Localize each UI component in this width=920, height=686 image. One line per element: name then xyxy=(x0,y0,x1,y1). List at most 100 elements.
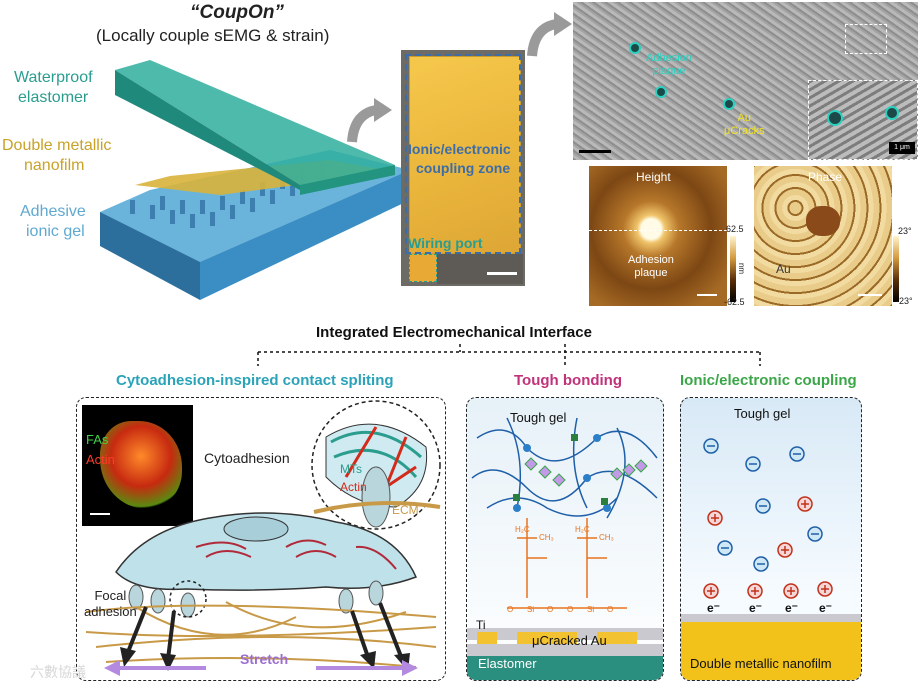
metal-label: Double metallic nanofilm xyxy=(2,136,111,176)
zone-label: Ionic/electronic coupling zone xyxy=(408,140,511,178)
header-subtitle: (Locally couple sEMG & strain) xyxy=(96,26,330,45)
watermark: 六數協議 xyxy=(30,664,86,680)
waterproof-label: Waterproof elastomer xyxy=(14,68,93,108)
waterproof-line1: Waterproof xyxy=(14,69,93,86)
panel3-title: Ionic/electronic coupling xyxy=(680,372,857,389)
cytoadhesion-label: Cytoadhesion xyxy=(204,450,290,466)
sem-crack-line2: μCracks xyxy=(724,125,765,137)
phase-plaque xyxy=(806,206,840,236)
afm-plaque-label: Adhesion plaque xyxy=(628,254,674,280)
sem-image: 1 μm xyxy=(573,2,918,160)
focal-label: Focal adhesion xyxy=(84,588,137,620)
afm-height-title: Height xyxy=(636,170,671,184)
plaque-marker xyxy=(655,86,667,98)
arrow-icon-2 xyxy=(527,12,572,57)
nanofilm-label: Double metallic nanofilm xyxy=(690,656,832,671)
afm-height-image xyxy=(589,166,727,306)
panel2-box: H₂C CH₃ H₂C CH₃ O Si O O Si O xyxy=(466,397,664,681)
tough-gel-label-3: Tough gel xyxy=(734,406,791,421)
device-photo xyxy=(401,50,525,286)
gel-line1: Adhesive xyxy=(20,203,86,220)
phase-scale-bar xyxy=(858,294,882,296)
phase-max-label: 23° xyxy=(898,226,912,236)
svg-text:H₂C: H₂C xyxy=(575,525,590,534)
photo-scale-bar xyxy=(487,272,517,275)
sem-zoom-box xyxy=(845,24,887,54)
height-max-label: 62.5 xyxy=(726,224,744,234)
height-min-label: -62.5 xyxy=(724,297,745,307)
gel-label: Adhesive ionic gel xyxy=(20,202,86,242)
cell-diagram xyxy=(85,400,441,676)
ion-diagram xyxy=(681,438,861,680)
svg-text:CH₃: CH₃ xyxy=(539,533,554,542)
electron-label: e⁻ xyxy=(707,601,721,615)
panel1-box xyxy=(76,397,446,681)
focal-line2: adhesion xyxy=(84,604,137,619)
cell-fluorescence xyxy=(100,421,182,509)
metal-line2: nanofilm xyxy=(24,157,85,174)
afm-plaque-line1: Adhesion xyxy=(628,254,674,266)
sem-plaque-line1: Adhesion xyxy=(646,52,692,64)
sem-crack-line1: Au xyxy=(737,112,752,124)
plaque-marker xyxy=(827,110,843,126)
sem-plaque-line2: plaque xyxy=(652,65,686,77)
photo-wiring-port xyxy=(409,254,437,282)
focal-line1: Focal xyxy=(94,588,127,603)
zone-line1: Ionic/electronic xyxy=(408,141,511,157)
metal-line1: Double metallic xyxy=(2,137,112,154)
cracked-au-label: μCracked Au xyxy=(532,633,607,648)
svg-text:O: O xyxy=(547,605,553,614)
afm-phase-title: Phase xyxy=(808,170,843,184)
svg-text:O: O xyxy=(507,605,513,614)
plaque-marker xyxy=(629,42,641,54)
interface-connectors xyxy=(257,344,761,366)
fluor-scale-bar xyxy=(90,513,110,515)
svg-text:O: O xyxy=(607,605,613,614)
afm-dashed-line xyxy=(589,230,727,231)
sem-scale-bar xyxy=(579,150,611,153)
plaque-marker xyxy=(723,98,735,110)
tough-gel-label-2: Tough gel xyxy=(510,410,567,425)
svg-text:Si: Si xyxy=(527,605,534,614)
stretch-label: Stretch xyxy=(240,651,289,667)
height-unit-label: nm xyxy=(737,262,747,275)
electron-label: e⁻ xyxy=(785,601,799,615)
phase-min-label: -23° xyxy=(896,296,913,306)
device-illustration xyxy=(100,60,410,300)
actin-label: Actin xyxy=(86,452,115,467)
inset-scale-bar: 1 μm xyxy=(889,142,915,154)
ecm-label: ECM xyxy=(392,503,419,517)
arrow-icon-1 xyxy=(347,98,392,143)
mts-label: MTs xyxy=(340,462,362,476)
phase-colorbar xyxy=(893,236,899,302)
svg-text:Si: Si xyxy=(587,605,594,614)
panel2-title: Tough bonding xyxy=(514,372,623,389)
zone-line2: coupling zone xyxy=(416,160,511,176)
elastomer-label: Elastomer xyxy=(478,656,537,671)
panel3-box xyxy=(680,397,862,681)
svg-text:CH₃: CH₃ xyxy=(599,533,614,542)
afm-plaque-line2: plaque xyxy=(634,267,668,279)
sem-crack-label: Au μCracks xyxy=(724,112,765,138)
afm-scale-bar xyxy=(697,294,717,296)
afm-phase-image xyxy=(754,166,892,306)
panel1-title: Cytoadhesion-inspired contact spliting xyxy=(116,372,394,389)
sem-plaque-label: Adhesion plaque xyxy=(646,52,692,78)
electron-label: e⁻ xyxy=(749,601,763,615)
height-colorbar xyxy=(730,236,736,302)
fas-label: FAs xyxy=(86,432,109,447)
svg-text:O: O xyxy=(567,605,573,614)
svg-text:H₂C: H₂C xyxy=(515,525,530,534)
electron-label: e⁻ xyxy=(819,601,833,615)
header-title: “CoupOn” xyxy=(190,2,284,23)
photo-dashed-zone xyxy=(405,54,521,254)
waterproof-line2: elastomer xyxy=(18,89,89,106)
afm-au-label: Au xyxy=(776,262,791,276)
actin2-label: Actin xyxy=(340,480,367,494)
plaque-marker xyxy=(885,106,899,120)
gel-line2: ionic gel xyxy=(26,223,85,240)
ti-label: Ti xyxy=(476,618,486,632)
fluorescence-image xyxy=(82,405,193,526)
polymer-network: H₂C CH₃ H₂C CH₃ O Si O O Si O xyxy=(467,417,663,680)
wiring-port-label: Wiring port xyxy=(408,235,483,251)
